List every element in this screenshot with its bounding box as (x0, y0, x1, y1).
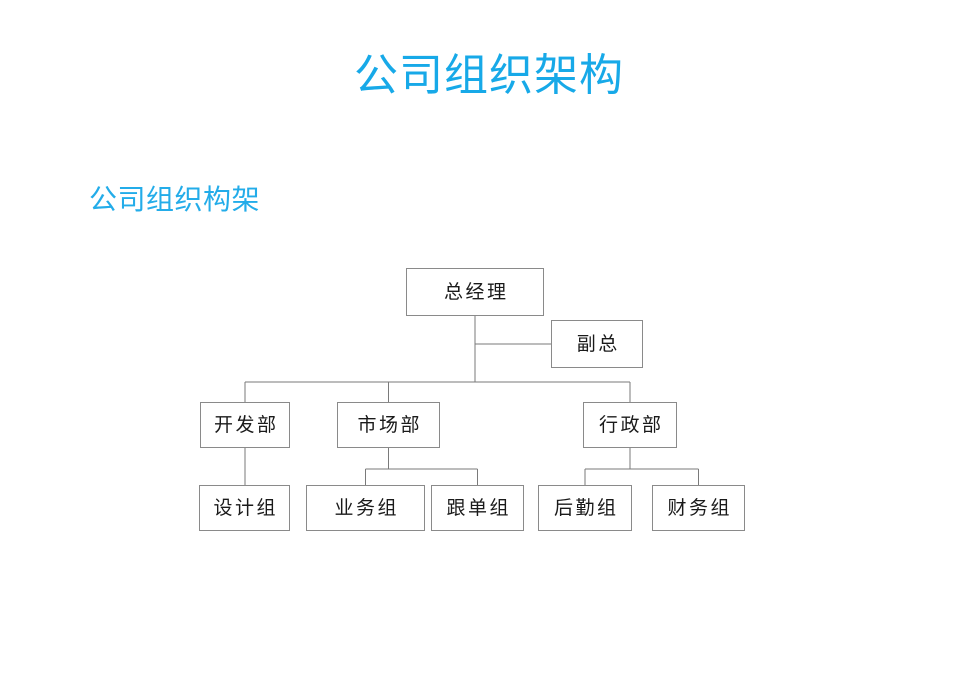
org-node-label: 市场部 (357, 414, 422, 436)
org-node-gm[interactable]: 总经理 (406, 268, 544, 316)
org-node-label: 跟单组 (446, 497, 511, 519)
org-node-label: 开发部 (213, 414, 279, 436)
org-node-design[interactable]: 设计组 (199, 485, 290, 531)
org-node-label: 业务组 (334, 497, 399, 519)
org-node-label: 后勤组 (553, 497, 619, 519)
org-node-business[interactable]: 业务组 (306, 485, 425, 531)
slide-title: 公司组织架构 (354, 50, 624, 101)
org-node-label: 行政部 (598, 414, 664, 436)
org-node-label: 设计组 (213, 497, 278, 519)
org-node-label: 总经理 (443, 281, 509, 303)
org-node-deputy[interactable]: 副总 (551, 320, 643, 368)
org-node-label: 副总 (576, 333, 620, 355)
org-node-followup[interactable]: 跟单组 (431, 485, 524, 531)
org-node-market[interactable]: 市场部 (337, 402, 440, 448)
org-node-label: 财务组 (667, 497, 732, 519)
org-node-finance[interactable]: 财务组 (652, 485, 745, 531)
org-node-admin[interactable]: 行政部 (583, 402, 677, 448)
slide-subtitle: 公司组织构架 (89, 183, 261, 216)
org-node-logistics[interactable]: 后勤组 (538, 485, 632, 531)
org-node-dev[interactable]: 开发部 (200, 402, 290, 448)
